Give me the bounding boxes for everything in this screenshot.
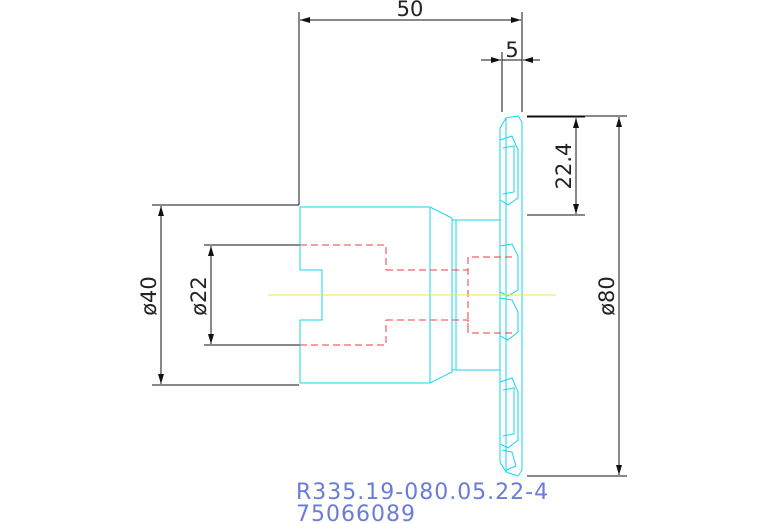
insert-mid-upper (499, 243, 519, 297)
dimension-text-22-4: 22.4 (552, 143, 576, 190)
dimension-text-diameter-80: ø80 (595, 276, 619, 316)
insert-top-inner (502, 145, 515, 195)
hidden-line-bore-top (300, 244, 387, 270)
dimension-overall-length: 50 (298, 0, 523, 205)
dimension-text-50: 50 (397, 0, 424, 21)
dimension-text-5: 5 (505, 38, 518, 62)
insert-bottom-inner (502, 387, 515, 437)
hidden-line-step-top (386, 256, 514, 271)
hidden-line-bore-bottom (300, 320, 387, 346)
insert-top (499, 135, 519, 206)
dimension-bore-diameter: ø22 (187, 244, 300, 346)
cutter-body (299, 115, 523, 477)
dimension-cutter-diameter: ø80 (527, 115, 627, 477)
shank-outline (299, 206, 453, 384)
dimension-text-diameter-22: ø22 (187, 276, 211, 316)
insert-base (501, 449, 517, 471)
dimension-insert-height: 22.4 (527, 116, 585, 216)
dimension-flange-thickness: 5 (481, 38, 540, 112)
neck-outline (452, 219, 500, 371)
dimension-shank-diameter: ø40 (137, 204, 299, 386)
insert-mid-lower (499, 297, 519, 341)
product-code: R335.19-080.05.22-4 (296, 480, 549, 505)
hidden-line-step-bottom (386, 319, 514, 334)
product-number: 75066089 (296, 502, 416, 523)
cutter-inserts (499, 135, 519, 471)
dimension-text-diameter-40: ø40 (137, 276, 161, 316)
insert-bottom (499, 377, 519, 449)
flange-outline (499, 115, 523, 477)
